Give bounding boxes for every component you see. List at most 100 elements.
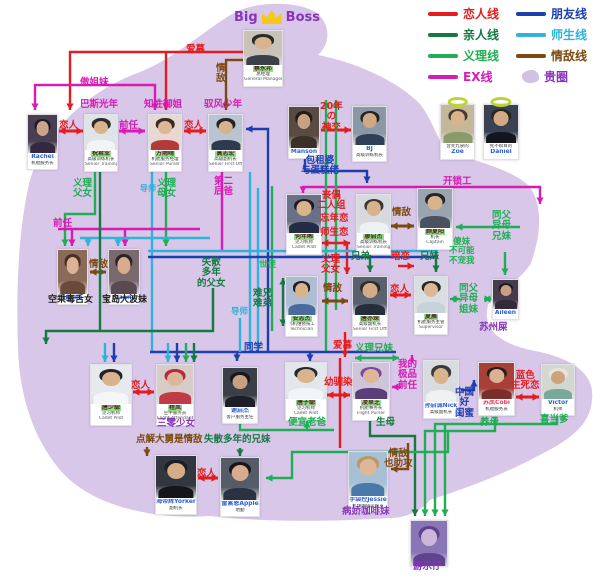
name-line: 唐少聪 <box>100 404 121 411</box>
person-face <box>500 284 511 296</box>
photo-aileen <box>493 280 518 309</box>
photo-hollie <box>58 250 87 294</box>
name-line: Hollie <box>62 294 83 301</box>
legend-item-purple: 贵圈 <box>516 68 600 85</box>
name-tag-joanne: Joanne <box>109 294 139 305</box>
photo-ling <box>353 363 389 399</box>
person-body <box>420 216 450 228</box>
node-manson: Manson <box>288 106 320 159</box>
person-face <box>362 283 378 298</box>
person-body <box>351 483 385 496</box>
name-line: 谢启杰 <box>230 408 249 414</box>
photo-jessie <box>349 452 387 496</box>
name-line: Senior Purser <box>149 162 181 168</box>
person-body <box>426 390 456 402</box>
legend-label: 贵圈 <box>544 70 569 84</box>
person-face <box>254 36 272 50</box>
name-line: 手袋控Jessie <box>349 497 387 503</box>
name-line: 高级训练机长 <box>87 157 115 163</box>
person-face <box>433 367 449 384</box>
photo-manson <box>289 107 319 148</box>
person-face <box>488 369 505 383</box>
person-body <box>287 303 316 315</box>
big-boss-text-left: Big <box>234 10 258 25</box>
person-body <box>543 389 573 399</box>
name-line: 唐子聪 <box>295 399 316 406</box>
name-tag-manson: Manson <box>289 148 319 159</box>
photo-bigboss <box>244 31 282 65</box>
name-line: Cadet Pilot <box>98 416 124 422</box>
legend-line-swatch <box>428 32 458 37</box>
name-line: 高级训练机长 <box>356 152 383 158</box>
photo-victor <box>542 365 574 399</box>
photo-tangzi <box>286 363 326 399</box>
name-line: Daniel <box>490 149 512 156</box>
name-line: 机舱服务长 <box>31 160 54 166</box>
person-face <box>363 369 379 383</box>
person-body <box>246 54 280 65</box>
photo-jayden <box>418 189 452 228</box>
name-tag-aileen: Aileen <box>493 309 518 320</box>
node-joanne: Joanne <box>108 249 140 305</box>
photo-rachel <box>28 115 57 153</box>
name-line: 高级训练机长 <box>360 240 387 246</box>
person-face <box>218 120 233 134</box>
person-body <box>223 487 257 500</box>
name-line: Senior Training Captain <box>357 245 390 251</box>
name-line: General Manager <box>244 77 282 83</box>
photo-apple <box>221 458 259 500</box>
name-line: 唐亦琛 <box>359 315 380 322</box>
photo-tangshao <box>91 365 131 404</box>
name-line: 廖启杰 <box>363 233 384 240</box>
name-line: 机场咖啡店职员 <box>352 503 384 509</box>
person-face <box>297 369 315 383</box>
photo-nick <box>424 361 458 402</box>
person-face <box>550 370 566 384</box>
person-face <box>102 371 120 387</box>
name-line: Flight Attendant <box>157 416 193 422</box>
person-body <box>289 221 319 233</box>
person-body <box>225 395 255 407</box>
person-body <box>413 552 445 566</box>
name-line: 飞机维修技工 <box>288 322 315 328</box>
legend-item-blue: 朋友线 <box>516 5 600 22</box>
photo-tse <box>223 368 257 407</box>
person-body <box>481 388 512 399</box>
name-line: 见习机师 <box>297 406 315 412</box>
name-line: 何年晞 <box>293 233 314 240</box>
name-line: 空中服务员 <box>163 411 187 417</box>
person-face <box>427 195 443 211</box>
name-line: 安志杰 <box>291 315 312 322</box>
person-face <box>362 113 377 128</box>
name-line: BJ <box>366 146 373 152</box>
name-line: 机舱服务经理 <box>151 157 179 163</box>
edge-magenta-2 <box>33 83 157 110</box>
photo-an <box>286 277 317 315</box>
name-line: 海带辉Yorker <box>156 499 196 505</box>
name-tag-tse: 谢启杰客户服务主任 <box>223 407 257 423</box>
name-line: Zoe <box>451 149 464 156</box>
person-face <box>450 111 465 126</box>
